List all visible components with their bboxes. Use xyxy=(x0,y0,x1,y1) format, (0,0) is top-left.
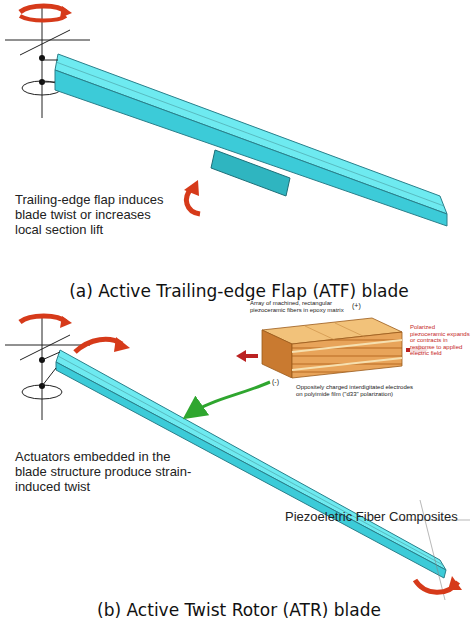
inset-note: Array of machined, rectangular piezocera… xyxy=(250,300,350,313)
polarity-mark: (-) xyxy=(272,378,292,386)
piezo-composite-inset xyxy=(262,318,402,378)
figure-caption: (b) Active Twist Rotor (ATR) blade xyxy=(2,601,474,621)
figure-caption: (a) Active Trailing-edge Flap (ATF) blad… xyxy=(2,282,474,302)
rotation-arrow xyxy=(20,6,66,12)
annotation-text: Actuators embedded in the blade structur… xyxy=(15,450,195,495)
inset-note: Oppositely charged interdigitated electr… xyxy=(296,384,416,397)
inset-note: Polarized piezoceramic expands or contra… xyxy=(410,324,470,357)
part-label: Piezoeletric Fiber Composites xyxy=(285,510,470,525)
pointer-arrow xyxy=(190,382,270,414)
trailing-edge-flap xyxy=(211,150,290,196)
polarity-mark: (+) xyxy=(352,302,372,310)
annotation-text: Trailing-edge flap induces blade twist o… xyxy=(15,193,180,238)
